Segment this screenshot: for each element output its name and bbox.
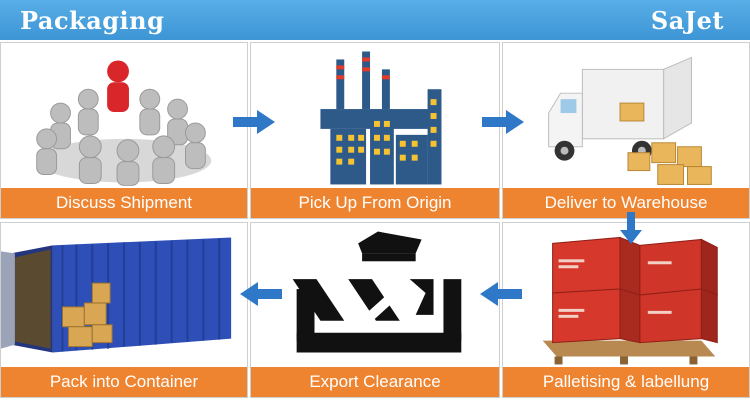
delivery-truck-icon (503, 43, 749, 189)
factory-city-icon (251, 43, 499, 189)
arrow-right-icon (482, 110, 524, 134)
meeting-people-icon (1, 43, 247, 189)
arrow-right-icon (233, 110, 275, 134)
step-pack-into-container: Pack into Container (0, 222, 248, 398)
step-pick-up-from-origin: Pick Up From Origin (250, 42, 500, 219)
customs-officer-icon (251, 223, 499, 369)
arrow-left-icon (240, 282, 282, 306)
pallet-boxes-icon (503, 223, 749, 369)
step-label: Export Clearance (251, 367, 499, 397)
arrow-down-icon (620, 212, 642, 244)
shipping-container-icon (1, 223, 247, 369)
step-deliver-to-warehouse: Deliver to Warehouse (502, 42, 750, 219)
step-discuss-shipment: Discuss Shipment (0, 42, 248, 219)
step-export-clearance: Export Clearance (250, 222, 500, 398)
step-palletising-labelling: Palletising & labellung (502, 222, 750, 398)
header-title-left: Packaging (20, 6, 164, 35)
step-label: Discuss Shipment (1, 188, 247, 218)
step-label: Palletising & labellung (503, 367, 749, 397)
step-label: Pick Up From Origin (251, 188, 499, 218)
header-title-right: SaJet (651, 6, 724, 35)
arrow-left-icon (480, 282, 522, 306)
header-bar: Packaging SaJet (0, 0, 750, 40)
step-label: Pack into Container (1, 367, 247, 397)
